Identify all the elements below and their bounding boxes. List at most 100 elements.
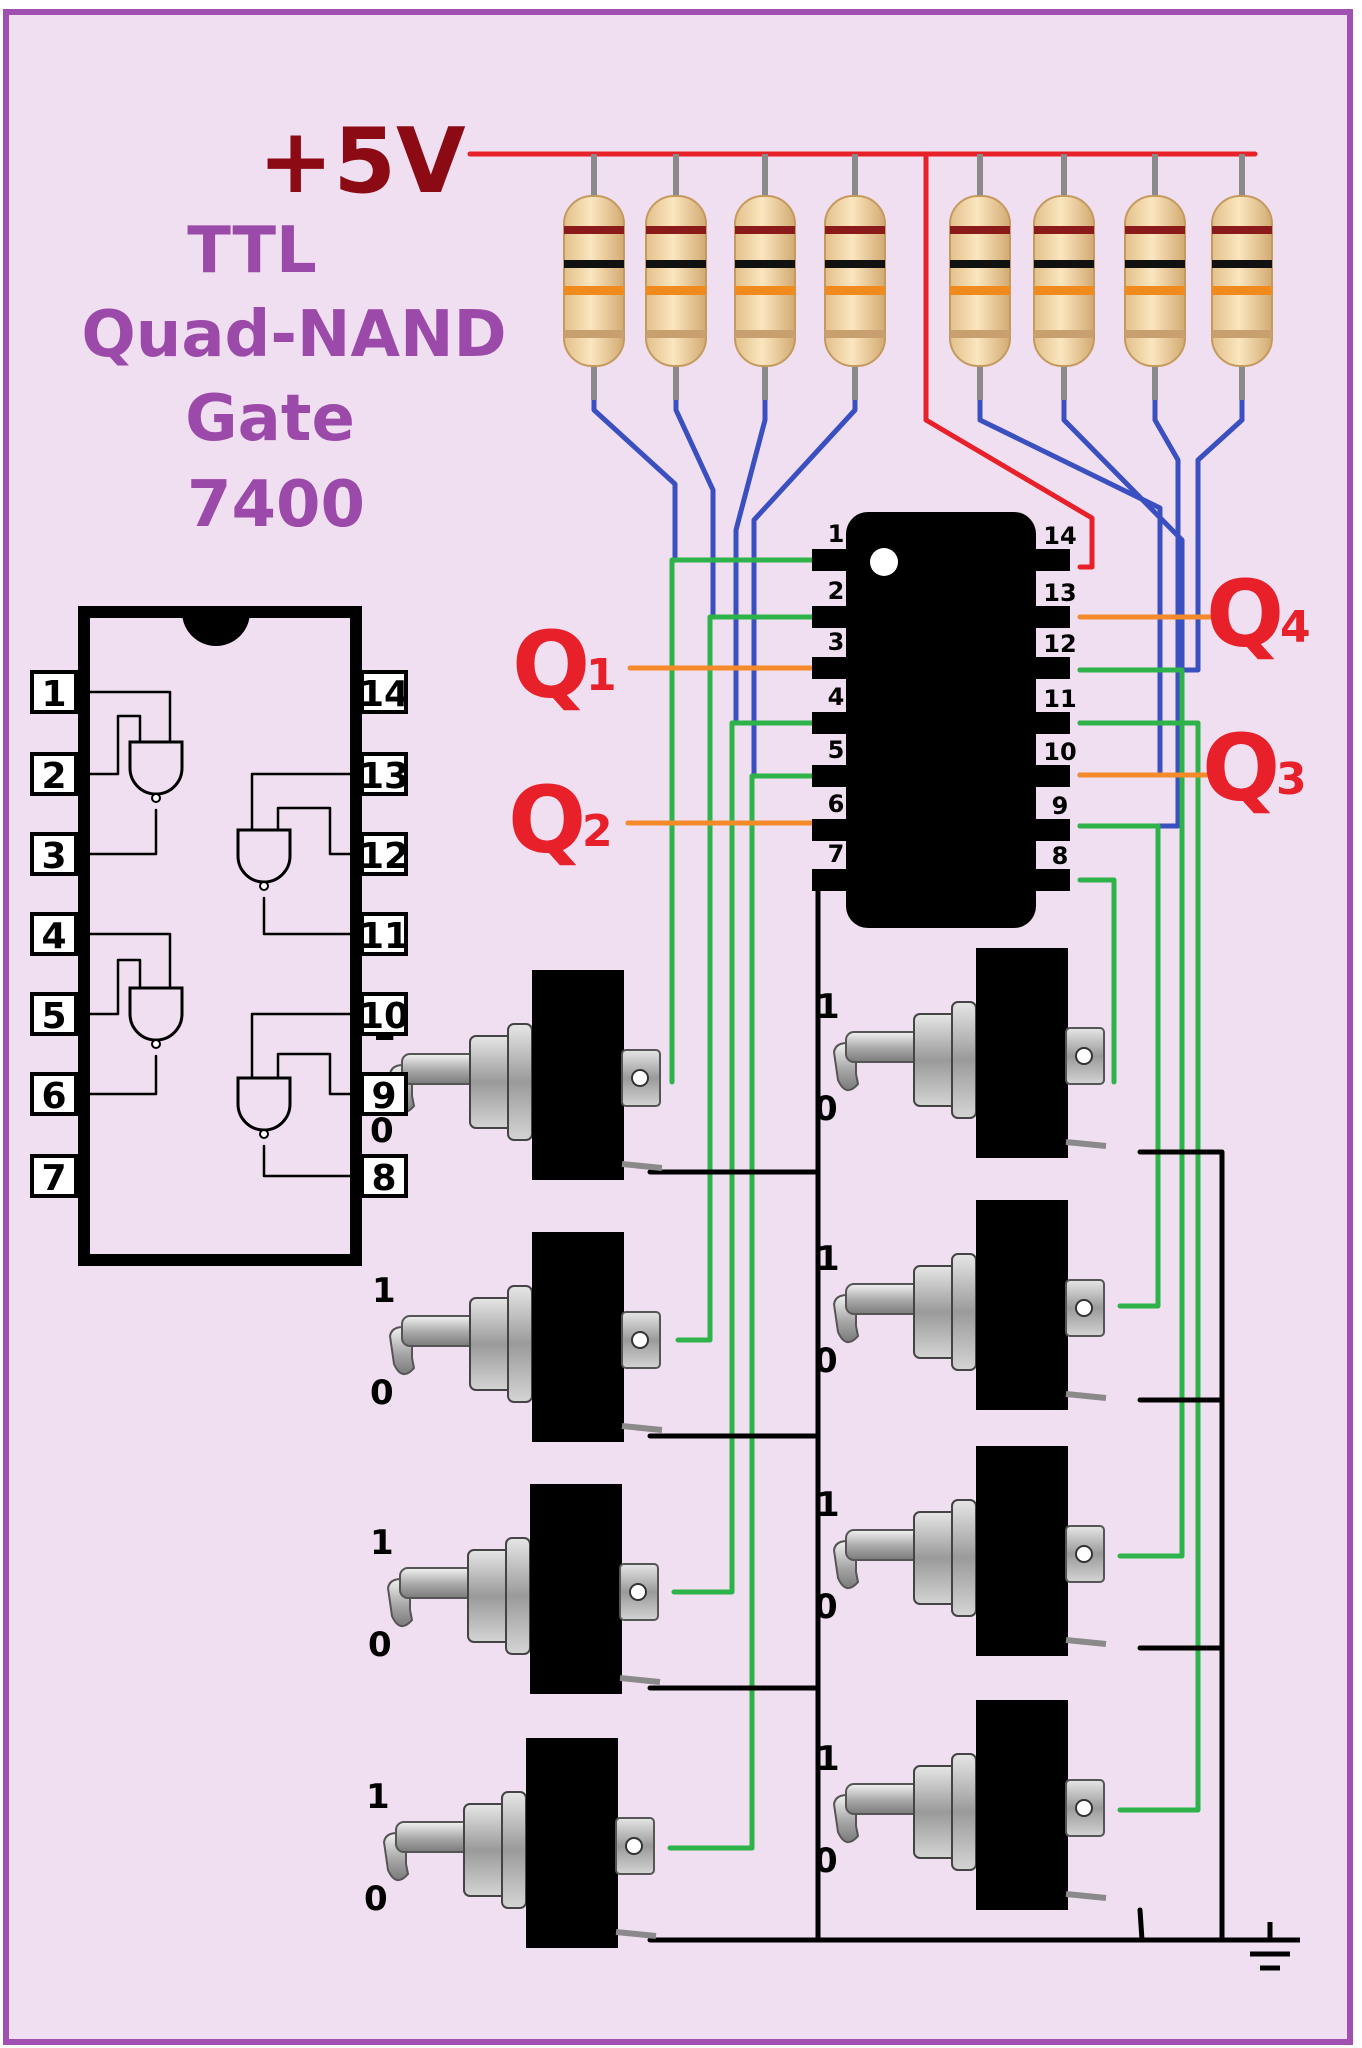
switch-label-off: 0 — [364, 1879, 388, 1919]
input-wire-7 — [1077, 667, 1185, 1559]
pinout-pin-box-left — [30, 1154, 78, 1198]
toggle-switch-1: 10 — [370, 970, 663, 1180]
resistor-band — [1034, 260, 1094, 268]
output-q1-sub: 1 — [586, 650, 617, 701]
nand-gate-3-bubble — [259, 881, 269, 891]
resistor-body — [949, 195, 1011, 367]
chip-pin-right — [1034, 606, 1070, 628]
output-q3-sub: 3 — [1276, 754, 1307, 805]
resistor-band — [735, 260, 795, 268]
switch-label-on: 1 — [366, 1777, 390, 1817]
switch-body — [532, 970, 624, 1180]
toggle-switches: 1010101010101010 — [364, 948, 1107, 1948]
nand-gate-4 — [236, 1076, 292, 1139]
input-wire-5 — [1077, 877, 1117, 1085]
ground-symbol — [1240, 1922, 1300, 1971]
switch-body — [976, 1446, 1068, 1656]
switch-label-off: 0 — [814, 1341, 838, 1381]
pinout-trace — [74, 1054, 158, 1096]
switch-terminal-hole — [629, 1583, 647, 1601]
chip-pin-left — [812, 549, 848, 571]
output-q4-letter: Q — [1206, 561, 1284, 668]
chip-pin-label-right: 11 — [1043, 685, 1076, 713]
resistor-band — [1125, 330, 1185, 338]
pinout-pin-label-left: 5 — [41, 996, 66, 1037]
resistor-3 — [734, 154, 796, 400]
switch-label-off: 0 — [370, 1373, 394, 1413]
resistor-band — [646, 226, 706, 234]
resistor-band — [564, 260, 624, 268]
pinout-trace — [276, 806, 364, 856]
resistor-band — [646, 260, 706, 268]
chip-notch-dot — [870, 548, 898, 576]
chip-pin-right — [1034, 765, 1070, 787]
switch-nut — [501, 1791, 527, 1909]
chip-pin-right — [1034, 549, 1070, 571]
resistor-2 — [645, 154, 707, 400]
input-wire-6 — [1077, 823, 1161, 1309]
resistor-body — [1124, 195, 1186, 367]
pinout-pin-label-right: 12 — [359, 836, 409, 877]
nand-gate-2-bubble — [151, 1039, 161, 1049]
chip-pin-label-right: 9 — [1052, 792, 1069, 820]
pinout-trace — [74, 808, 158, 856]
switch-label-off: 0 — [814, 1841, 838, 1881]
pinout-pin-box-left — [30, 992, 78, 1036]
switch-terminal-hole — [631, 1331, 649, 1349]
vcc-pin14-wire — [923, 151, 1095, 570]
switch-terminal-hole — [1075, 1545, 1093, 1563]
chip-pin-label-left: 6 — [828, 790, 845, 818]
switch-body — [976, 1200, 1068, 1410]
resistor-band — [564, 330, 624, 338]
resistor-body — [563, 195, 625, 367]
output-label-q4: Q 4 — [1206, 561, 1311, 668]
chip-pin-label-right: 8 — [1052, 842, 1069, 870]
chip-pin-label-right: 10 — [1043, 738, 1076, 766]
resistor-band — [646, 286, 706, 295]
switch-body — [530, 1484, 622, 1694]
supply-label: +5V — [258, 109, 466, 214]
input-wire-3 — [671, 720, 817, 1595]
pinout-pin-label-left: 4 — [41, 916, 66, 957]
resistor-band — [825, 286, 885, 295]
ground-tap-right-3 — [1137, 1907, 1145, 1943]
switch-label-off: 0 — [370, 1111, 394, 1151]
switch-terminal-hole — [1075, 1047, 1093, 1065]
input-wire-8 — [1077, 720, 1201, 1813]
switch-ground-lead — [619, 1675, 661, 1685]
resistor-5 — [949, 154, 1011, 400]
chip-pin-label-right: 13 — [1043, 579, 1076, 607]
pinout-pin-box-left — [30, 912, 78, 956]
pinout-pin-box-left — [30, 832, 78, 876]
chip-pin-left — [812, 819, 848, 841]
switch-label-on: 1 — [816, 1485, 840, 1525]
pinout-pin-label-right: 11 — [359, 916, 409, 957]
nand-gate-3 — [236, 828, 292, 891]
pinout-pin-box-left — [30, 1072, 78, 1116]
switch-terminal-hole — [625, 1837, 643, 1855]
resistor-band — [735, 286, 795, 295]
switch-label-on: 1 — [816, 987, 840, 1027]
input-wire-4 — [667, 773, 817, 1851]
toggle-switch-5: 10 — [814, 948, 1107, 1158]
chip-pin-right — [1034, 869, 1070, 891]
toggle-switch-4: 10 — [364, 1738, 657, 1948]
resistor-band — [825, 260, 885, 268]
chip-pin-left — [812, 606, 848, 628]
resistor-1 — [563, 154, 625, 400]
pinout-pin-label-left: 2 — [41, 756, 66, 797]
switch-ground-lead — [615, 1929, 657, 1939]
pinout-pin-label-right: 14 — [359, 674, 409, 715]
switch-label-on: 1 — [816, 1739, 840, 1779]
toggle-switch-3: 10 — [368, 1484, 661, 1694]
resistor-band — [950, 226, 1010, 234]
nand-gate-2 — [128, 986, 184, 1049]
chip-pin-label-left: 4 — [828, 683, 845, 711]
pinout-pin-box-right — [360, 1072, 408, 1116]
resistor-band — [735, 330, 795, 338]
pinout-trace — [262, 896, 364, 936]
resistor-body — [1211, 195, 1273, 367]
switch-label-on: 1 — [370, 1523, 394, 1563]
